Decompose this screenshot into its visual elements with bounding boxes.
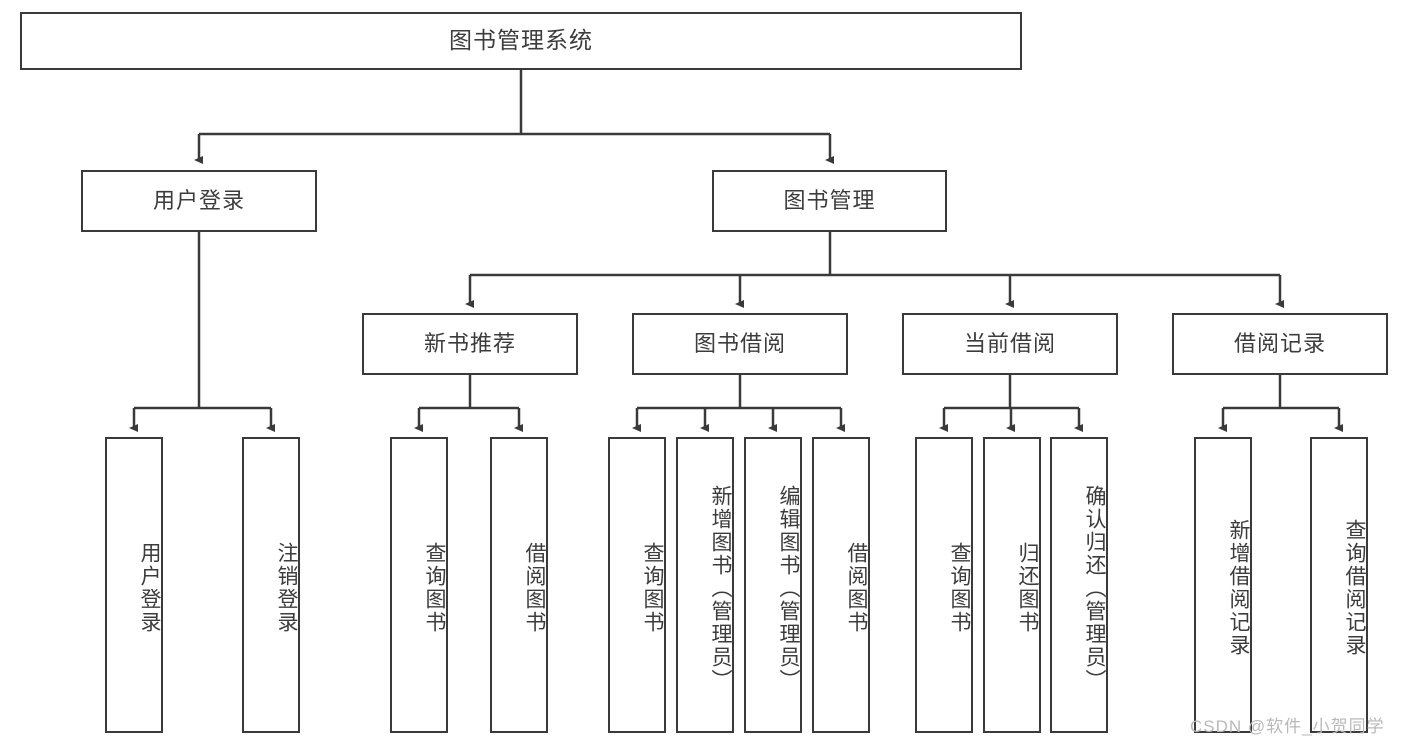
- leaf-search-book-current-label: 查询图书: [948, 542, 971, 634]
- leaf-add-borrow-record-label: 新增借阅记录: [1227, 519, 1250, 657]
- leaf-edit-book-admin-label: 编辑图书（管理员）: [777, 484, 800, 692]
- node-root-system[interactable]: 图书管理系统: [20, 12, 1022, 70]
- leaf-logout[interactable]: 注销登录: [242, 437, 300, 733]
- leaf-add-borrow-record[interactable]: 新增借阅记录: [1194, 437, 1252, 733]
- node-borrow-records-label: 借阅记录: [1233, 330, 1326, 356]
- leaf-confirm-return-admin[interactable]: 确认归还（管理员）: [1050, 437, 1108, 733]
- leaf-logout-label: 注销登录: [275, 542, 298, 634]
- leaf-search-book-borrow[interactable]: 查询图书: [608, 437, 666, 733]
- node-book-management[interactable]: 图书管理: [712, 170, 947, 232]
- leaf-add-book-admin-label: 新增图书（管理员）: [709, 484, 732, 692]
- node-user-login[interactable]: 用户登录: [81, 170, 317, 232]
- leaf-search-book-current[interactable]: 查询图书: [915, 437, 973, 733]
- leaf-return-book-label: 归还图书: [1016, 542, 1039, 634]
- leaf-return-book[interactable]: 归还图书: [983, 437, 1041, 733]
- node-book-management-label: 图书管理: [783, 187, 876, 213]
- node-book-borrow[interactable]: 图书借阅: [632, 313, 848, 375]
- node-user-login-label: 用户登录: [152, 187, 245, 213]
- leaf-confirm-return-admin-label: 确认归还（管理员）: [1083, 484, 1106, 692]
- leaf-edit-book-admin[interactable]: 编辑图书（管理员）: [744, 437, 802, 733]
- leaf-search-book-borrow-label: 查询图书: [641, 542, 664, 634]
- node-borrow-records[interactable]: 借阅记录: [1172, 313, 1388, 375]
- leaf-borrow-book[interactable]: 借阅图书: [812, 437, 870, 733]
- node-current-borrow-label: 当前借阅: [963, 330, 1056, 356]
- leaf-search-book-recommend[interactable]: 查询图书: [390, 437, 448, 733]
- node-current-borrow[interactable]: 当前借阅: [902, 313, 1118, 375]
- leaf-search-book-recommend-label: 查询图书: [423, 542, 446, 634]
- node-new-book-recommend[interactable]: 新书推荐: [362, 313, 578, 375]
- leaf-search-borrow-record[interactable]: 查询借阅记录: [1310, 437, 1368, 733]
- leaf-search-borrow-record-label: 查询借阅记录: [1343, 519, 1366, 657]
- leaf-borrow-book-label: 借阅图书: [845, 542, 868, 634]
- leaf-borrow-book-recommend[interactable]: 借阅图书: [490, 437, 548, 733]
- node-root-system-label: 图书管理系统: [449, 27, 593, 54]
- leaf-add-book-admin[interactable]: 新增图书（管理员）: [676, 437, 734, 733]
- leaf-user-login[interactable]: 用户登录: [105, 437, 163, 733]
- csdn-watermark: CSDN @软件_小贺同学: [1190, 717, 1385, 736]
- node-new-book-recommend-label: 新书推荐: [423, 330, 516, 356]
- leaf-borrow-book-recommend-label: 借阅图书: [523, 542, 546, 634]
- node-book-borrow-label: 图书借阅: [693, 330, 786, 356]
- leaf-user-login-label: 用户登录: [138, 542, 161, 634]
